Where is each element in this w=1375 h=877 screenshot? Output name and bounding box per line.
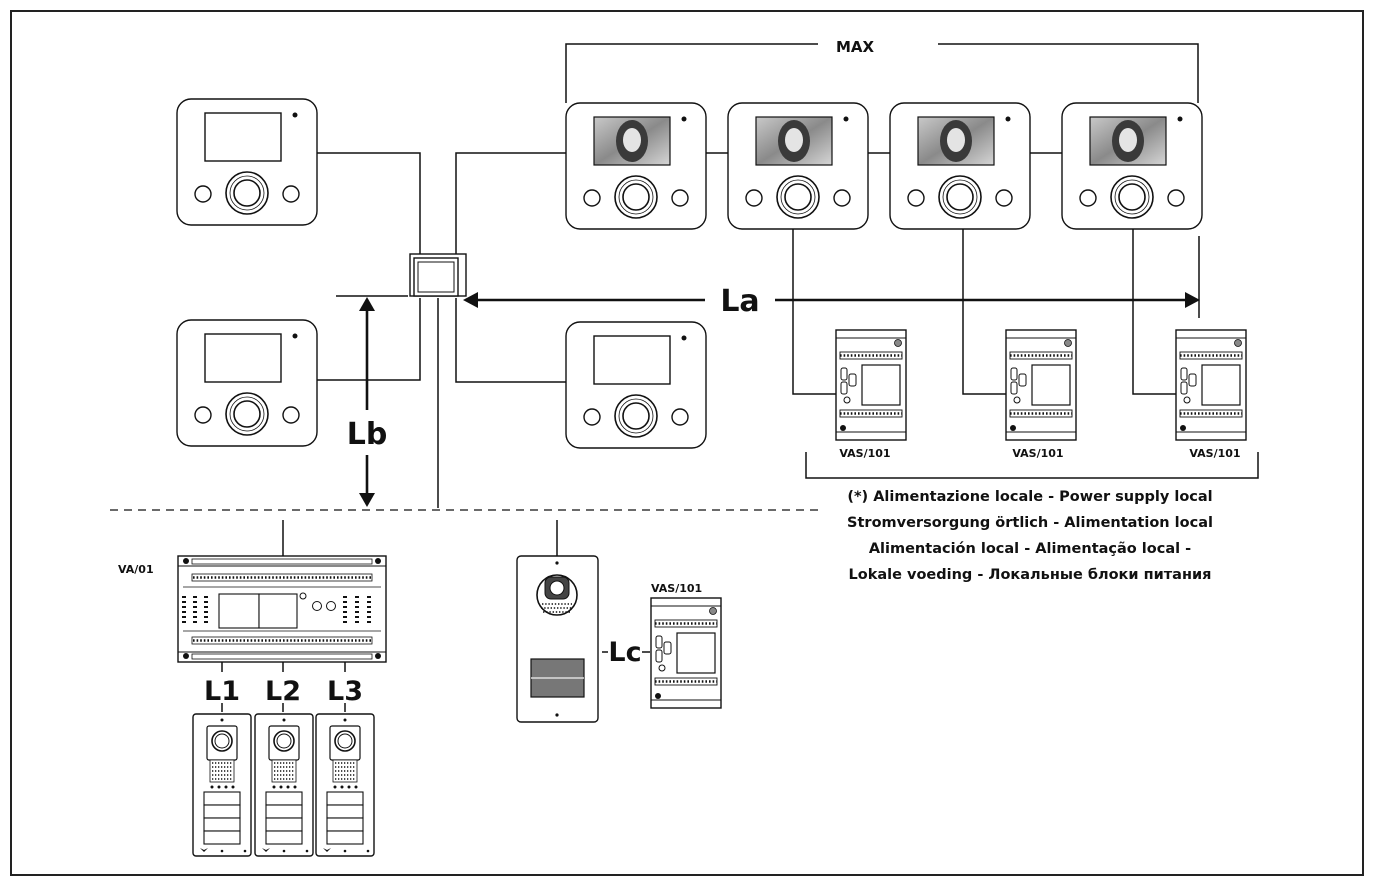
distributor-box (409, 253, 467, 297)
door-panel-1 (192, 713, 252, 857)
monitor-max-1 (565, 102, 707, 230)
monitor-top-left (176, 98, 318, 226)
max-label: MAX (836, 38, 875, 56)
la-label: La (720, 284, 759, 319)
door-panel-2 (254, 713, 314, 857)
monitor-bottom-center (565, 321, 707, 449)
main-power-supply-label: VA/01 (118, 563, 154, 576)
local-supply-unit-2 (1004, 328, 1078, 442)
note-line-3: Alimentación local - Alimentação local - (869, 541, 1191, 557)
la-dimension (463, 236, 1200, 318)
l2-label: L2 (265, 676, 301, 707)
local-supply-label-2: VAS/101 (1012, 447, 1063, 460)
l3-label: L3 (327, 676, 363, 707)
door-panel-3 (315, 713, 375, 857)
note-line-2: Stromversorgung örtlich - Alimentation l… (847, 515, 1213, 531)
monitor-bottom-left (176, 319, 318, 447)
lc-label: Lc (608, 637, 641, 668)
main-power-supply (177, 555, 387, 663)
monitor-max-4 (1061, 102, 1203, 230)
local-supply-label-3: VAS/101 (1189, 447, 1240, 460)
local-supply-unit-1 (834, 328, 908, 442)
monitor-max-2 (727, 102, 869, 230)
diagram-frame (10, 10, 1364, 876)
door-local-supply-label: VAS/101 (651, 582, 702, 595)
door-local-supply-unit (649, 596, 723, 710)
lb-label: Lb (347, 417, 388, 452)
note-line-1: (*) Alimentazione locale - Power supply … (847, 489, 1212, 505)
local-supply-bracket (805, 452, 1259, 479)
l1-label: L1 (204, 676, 240, 707)
lb-dimension (336, 295, 408, 507)
local-supply-label-1: VAS/101 (839, 447, 890, 460)
note-line-4: Lokale voeding - Локальные блоки питания (849, 567, 1212, 583)
wiring-lines (221, 152, 1176, 712)
max-bracket (565, 43, 1199, 103)
door-station (516, 555, 599, 723)
monitor-max-3 (889, 102, 1031, 230)
local-supply-unit-3 (1174, 328, 1248, 442)
